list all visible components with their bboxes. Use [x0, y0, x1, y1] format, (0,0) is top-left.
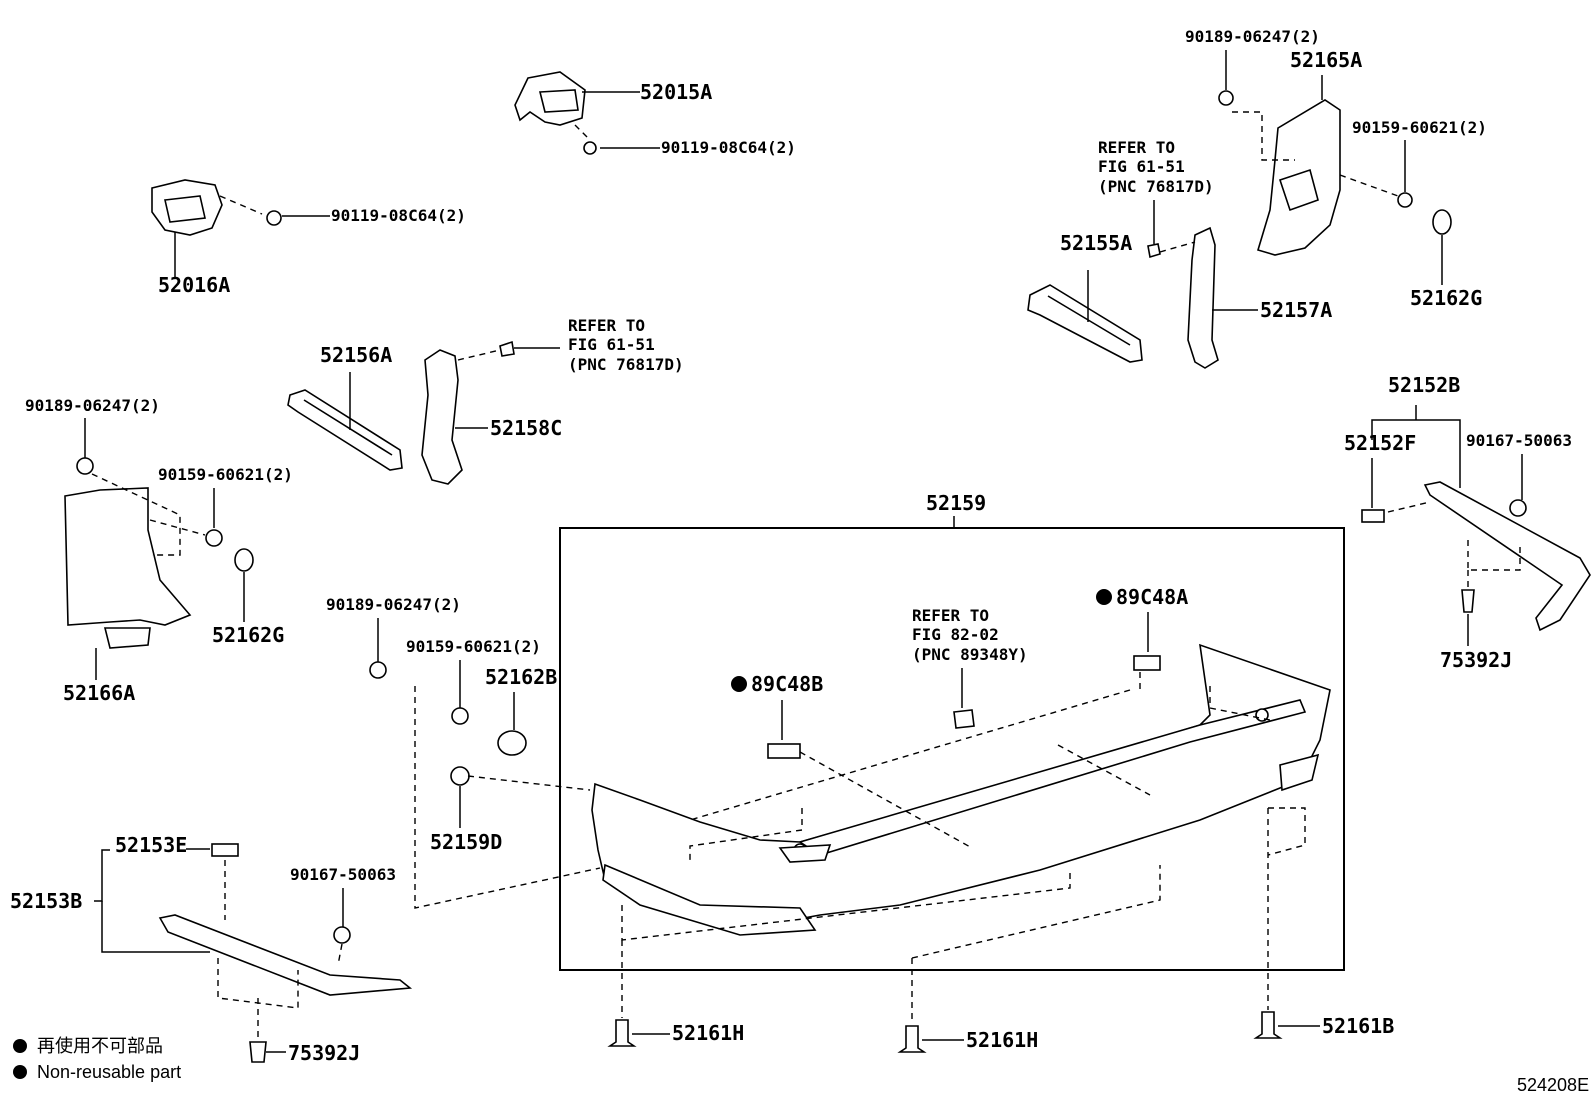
bumper-side-52165a	[1218, 90, 1452, 256]
bracket-52158c	[421, 349, 463, 485]
label-75392j-right: 75392J	[1440, 648, 1512, 672]
non-reusable-mark-89c48a	[1096, 589, 1112, 605]
clip-52153e	[211, 843, 239, 857]
bracket-52156a	[287, 389, 403, 471]
legend-jp: 再使用不可部品	[37, 1036, 163, 1056]
label-52166a: 52166A	[63, 681, 135, 705]
plug-52162g-left	[234, 548, 254, 572]
refer-note-3-line3: (PNC 89348Y)	[912, 645, 1028, 664]
bracket-52015a	[514, 71, 597, 155]
label-90159-top-right: 90159-60621(2)	[1352, 118, 1487, 137]
label-52156a: 52156A	[320, 343, 392, 367]
screw-90167-left	[333, 926, 351, 944]
refer-note-2-line1: REFER TO	[568, 316, 645, 335]
refer-note-3: REFER TO FIG 82-02 (PNC 89348Y)	[912, 606, 1028, 664]
bracket-52155a	[1027, 284, 1143, 363]
bracket-52016a	[151, 179, 282, 278]
refer-note-1-line3: (PNC 76817D)	[1098, 177, 1214, 196]
label-52161h-2: 52161H	[966, 1028, 1038, 1052]
bumper-side-52166a	[64, 487, 192, 649]
clip-75392j-left	[249, 1041, 267, 1063]
label-90159-left: 90159-60621(2)	[158, 465, 293, 484]
label-75392j-left: 75392J	[288, 1041, 360, 1065]
label-52161h-1: 52161H	[672, 1021, 744, 1045]
label-52162b: 52162B	[485, 665, 557, 689]
bolt-90159-mid	[451, 707, 469, 725]
clip-52152f	[1361, 509, 1385, 523]
legend-bullet-en	[13, 1065, 27, 1079]
label-52152f: 52152F	[1344, 431, 1416, 455]
legend-en: Non-reusable part	[37, 1062, 181, 1082]
refer-note-2-line3: (PNC 76817D)	[568, 355, 684, 374]
label-89c48b: 89C48B	[751, 672, 823, 696]
bolt-90159-left	[205, 529, 223, 547]
legend-bullet-jp	[13, 1039, 27, 1053]
label-52158c: 52158C	[490, 416, 562, 440]
refer-note-1-line2: FIG 61-51	[1098, 157, 1185, 176]
bumper-step-left	[158, 914, 413, 996]
label-52159: 52159	[926, 491, 986, 515]
refer-note-1-line1: REFER TO	[1098, 138, 1175, 157]
bracket-89c48b	[767, 743, 801, 759]
label-52159d: 52159D	[430, 830, 502, 854]
refer-note-3-line2: FIG 82-02	[912, 625, 999, 644]
label-90119-top: 90119-08C64(2)	[661, 138, 796, 157]
label-90189-top-right: 90189-06247(2)	[1185, 27, 1320, 46]
refer-note-2: REFER TO FIG 61-51 (PNC 76817D)	[568, 316, 684, 374]
label-52165a: 52165A	[1290, 48, 1362, 72]
diagram-code: 524208E	[1517, 1075, 1589, 1095]
label-52153b: 52153B	[10, 889, 82, 913]
label-52152b: 52152B	[1388, 373, 1460, 397]
label-52015a: 52015A	[640, 80, 712, 104]
label-90189-left: 90189-06247(2)	[25, 396, 160, 415]
clip-75392j-right	[1461, 589, 1475, 613]
label-52155a: 52155A	[1060, 231, 1132, 255]
label-52157a: 52157A	[1260, 298, 1332, 322]
clip-76817d-right	[1147, 243, 1161, 259]
clip-90189-mid	[369, 661, 387, 679]
clip-52161h-2	[897, 1025, 927, 1053]
clip-90189-left	[76, 457, 94, 475]
non-reusable-mark-89c48b	[731, 676, 747, 692]
refer-note-1: REFER TO FIG 61-51 (PNC 76817D)	[1098, 138, 1214, 196]
clip-52159d	[450, 766, 470, 786]
label-52153e: 52153E	[115, 833, 187, 857]
bumper-step-right	[1423, 481, 1591, 632]
label-90119-left: 90119-08C64(2)	[331, 206, 466, 225]
sensor-89348y	[953, 709, 975, 729]
rear-bumper-cover-52159	[591, 643, 1331, 936]
clip-76817d-left	[499, 340, 515, 357]
label-90159-mid-text: 90159-60621(2)	[406, 637, 541, 656]
label-90167-left: 90167-50063	[290, 865, 396, 884]
clip-52161b	[1253, 1011, 1283, 1039]
bracket-52157a	[1187, 226, 1219, 369]
label-52162g-right: 52162G	[1410, 286, 1482, 310]
clip-52161h-1	[607, 1019, 637, 1047]
screw-90167-right	[1509, 499, 1527, 517]
bumper-assembly-box	[559, 527, 1345, 971]
label-52161b: 52161B	[1322, 1014, 1394, 1038]
label-90189-mid: 90189-06247(2)	[326, 595, 461, 614]
refer-note-3-line1: REFER TO	[912, 606, 989, 625]
label-52016a: 52016A	[158, 273, 230, 297]
label-89c48a: 89C48A	[1116, 585, 1188, 609]
refer-note-2-line2: FIG 61-51	[568, 335, 655, 354]
plug-52162b	[497, 730, 527, 756]
bracket-89c48a	[1133, 655, 1161, 671]
label-52162g-left: 52162G	[212, 623, 284, 647]
label-90167-right: 90167-50063	[1466, 431, 1572, 450]
